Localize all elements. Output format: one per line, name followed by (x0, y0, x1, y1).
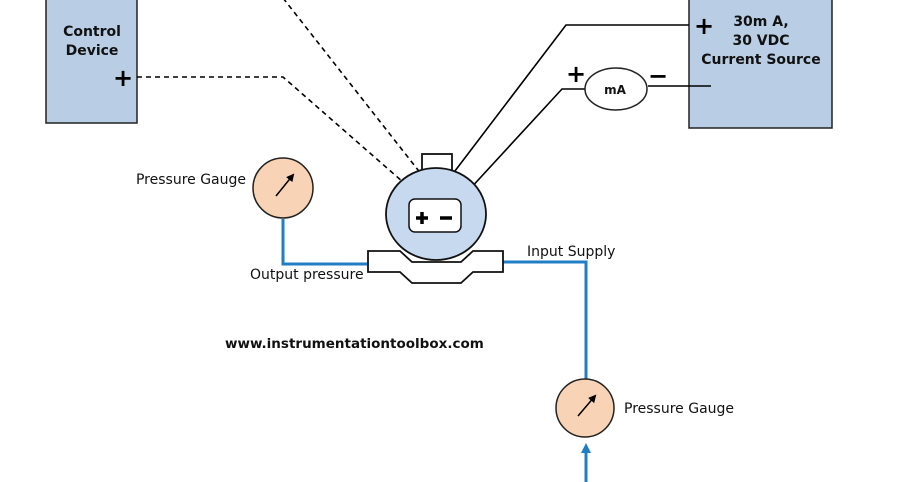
control-signal-wires (137, 0, 441, 199)
control-wire-minus (283, 0, 441, 199)
control-device: Control Device + (45, 0, 138, 124)
output-gauge-label: Pressure Gauge (136, 172, 246, 188)
control-device-label-line1: Control (63, 24, 121, 40)
loop-wires (422, 24, 711, 217)
terminal-block (408, 198, 462, 233)
output-pressure-pipe (281, 219, 368, 266)
current-source-plus-terminal: + (694, 12, 714, 40)
current-source-label-line3: Current Source (701, 52, 820, 68)
output-pressure-label: Output pressure (250, 267, 364, 283)
input-pressure-gauge: Pressure Gauge (555, 378, 734, 438)
control-device-label-line2: Device (66, 43, 119, 59)
output-pressure-gauge: Pressure Gauge (136, 157, 314, 219)
control-wire-plus (137, 76, 420, 197)
terminal-plus-icon (416, 212, 428, 224)
milliammeter-plus: + (566, 60, 586, 88)
current-source-label-line1: 30m A, (733, 14, 788, 30)
control-device-plus-terminal: + (113, 64, 133, 92)
input-supply-label: Input Supply (527, 244, 615, 260)
output-gauge-needle-icon (275, 173, 295, 197)
milliammeter-body (584, 67, 648, 111)
input-supply-pipe (499, 260, 588, 382)
ip-transducer (367, 153, 504, 284)
transducer-manifold (367, 250, 504, 284)
current-source: 30m A, 30 VDC Current Source + (688, 0, 833, 129)
current-source-box (688, 0, 833, 129)
loop-wire-to-source (422, 24, 689, 214)
milliammeter: mA + − (566, 60, 668, 111)
website-url: www.instrumentationtoolbox.com (225, 336, 484, 352)
milliammeter-minus: − (648, 62, 668, 90)
input-gauge-label: Pressure Gauge (624, 401, 734, 417)
milliammeter-label: mA (604, 83, 627, 97)
control-device-box (45, 0, 138, 124)
pneumatic-pipes (281, 219, 591, 482)
loop-wire-to-meter (444, 88, 586, 217)
input-gauge-needle-icon (577, 394, 597, 417)
current-source-label-line2: 30 VDC (732, 33, 789, 49)
